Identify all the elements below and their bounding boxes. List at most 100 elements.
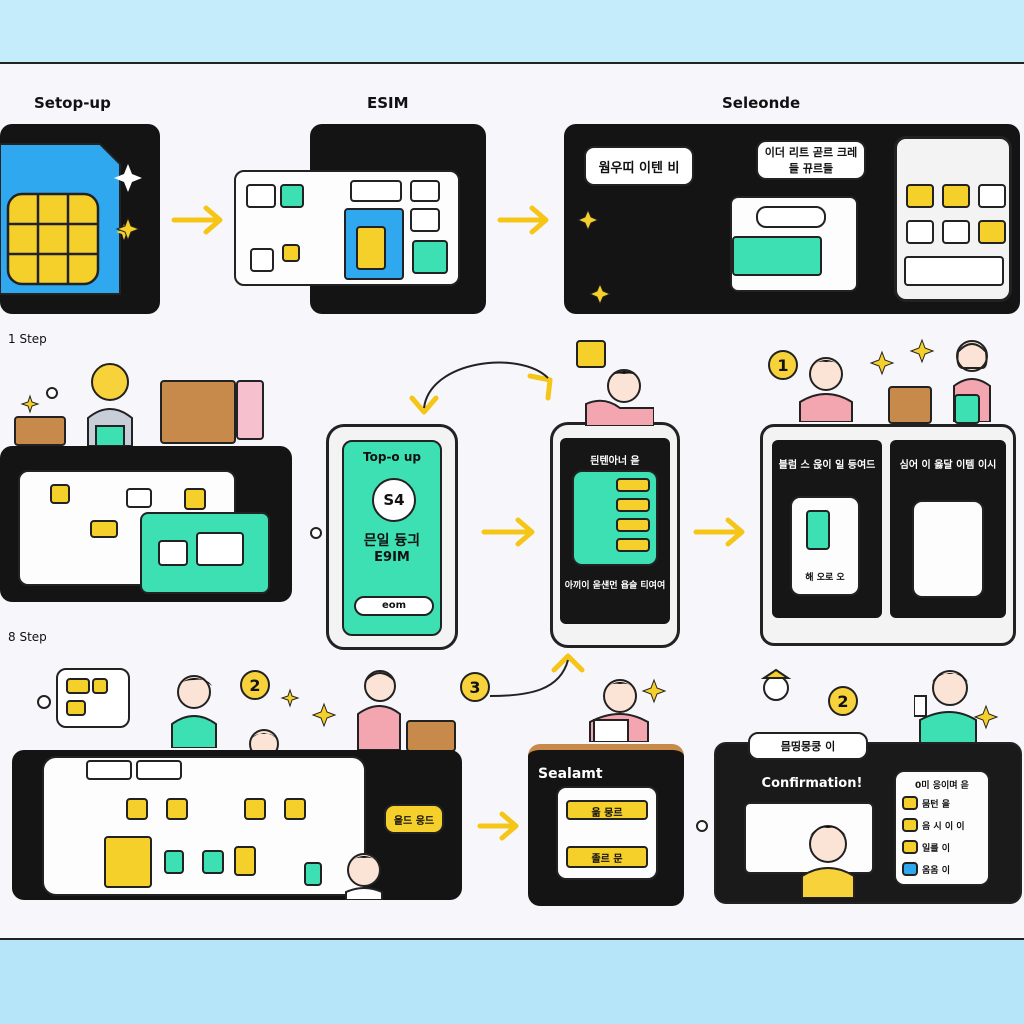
step-badge-3: 3 <box>460 672 490 702</box>
step-badge-2: 2 <box>240 670 270 700</box>
list-icon <box>902 796 918 810</box>
topup-title: Top-o up <box>363 450 421 464</box>
person-tiny <box>756 666 796 706</box>
person-woman <box>168 672 220 749</box>
plans-header: 듼텐아너 읃 <box>590 456 640 467</box>
sealant-title: Sealamt <box>538 766 603 782</box>
step-badge-1: 1 <box>768 350 798 380</box>
confirmation-list-item: 음 시 이 이 <box>922 822 965 832</box>
plan-tag <box>756 206 826 228</box>
chip-icon <box>166 798 188 820</box>
top-band <box>0 0 1024 62</box>
person-pointing <box>584 368 655 427</box>
phone-chip-card <box>104 836 152 888</box>
confirmation-list-header: 0미 응이며 읃 <box>915 781 969 791</box>
person-standing <box>796 356 856 423</box>
plan-icon <box>942 184 970 208</box>
slot-tag-mint <box>280 184 304 208</box>
pair-left-header: 블럼 스 읁이 일 등여드 <box>778 460 876 471</box>
chip-icon <box>356 226 386 270</box>
confirmation-list-item: 옴옴 이 <box>922 866 950 876</box>
slot-tag <box>410 180 440 202</box>
plan-row-icon <box>616 478 650 492</box>
bottom-band <box>0 940 1024 1024</box>
box-icon <box>236 380 264 440</box>
speech-bubble-right: 이더 리트 곧르 크레들 뀨르들 <box>756 140 866 180</box>
pair-left-caption: 해 오로 오 <box>805 573 845 583</box>
step-label-2: 8 Step <box>8 630 47 644</box>
slot-tag <box>350 180 402 202</box>
pair-right-list <box>912 500 984 598</box>
confirm-bubble: 믐띵뭉쿵 이 <box>748 732 868 760</box>
slot-tag <box>246 184 276 208</box>
box-icon <box>14 416 66 446</box>
confirmation-list-item: 일를 이 <box>922 844 950 854</box>
plan-icon <box>906 220 934 244</box>
plan-icon <box>978 184 1006 208</box>
box-icon <box>954 394 980 424</box>
plan-list-row <box>904 256 1004 286</box>
step-badge-2b: 2 <box>828 686 858 716</box>
shop-tab <box>136 760 182 780</box>
person-thinking <box>80 360 140 447</box>
chip-icon <box>66 678 90 694</box>
chip-icon <box>184 488 206 510</box>
chip-icon <box>284 798 306 820</box>
ticket-row <box>566 846 648 868</box>
person-elder-pink <box>354 668 404 751</box>
chip-icon <box>234 846 256 876</box>
sim-card-panel <box>0 124 160 314</box>
confirmation-list-item: 뭄턴 을 <box>922 800 950 810</box>
plan-row-icon <box>616 498 650 512</box>
plan-icon <box>576 340 606 368</box>
box-icon <box>406 720 456 752</box>
person-cashier <box>340 848 388 901</box>
slot-tag <box>196 532 244 566</box>
chip-icon <box>282 244 300 262</box>
list-icon <box>902 840 918 854</box>
list-icon <box>902 862 918 876</box>
ticket-left-text: 읆 뭉르 <box>591 808 623 819</box>
ticket-right-text: 졸르 문 <box>591 854 623 865</box>
chip-icon <box>244 798 266 820</box>
plan-icon <box>906 184 934 208</box>
sim-chip-icon <box>806 510 830 550</box>
slot-tag <box>158 540 188 566</box>
topup-button[interactable]: eom <box>354 596 434 616</box>
list-icon <box>902 818 918 832</box>
heading-select: Seleonde <box>722 94 801 112</box>
shop-tab <box>86 760 132 780</box>
ticket-row <box>566 800 648 820</box>
chip-icon <box>126 798 148 820</box>
topup-line2: E9IM <box>374 550 410 565</box>
speech-bubble-left: 웜우띠 이텐 비 <box>584 146 694 186</box>
pair-right-header: 심어 이 옳달 이템 이시 <box>899 460 997 471</box>
step-label-1: 1 Step <box>8 332 47 346</box>
person-reading <box>586 676 652 743</box>
confirmation-title: Confirmation! <box>761 776 863 791</box>
plans-footer: 아끼이 욷섄먼 욥슬 티여여 <box>564 581 666 591</box>
chip-icon <box>50 484 70 504</box>
chip-icon <box>90 520 118 538</box>
heading-esim: ESIM <box>367 94 409 112</box>
heading-setup: Setop-up <box>34 94 111 112</box>
plan-mint-bar <box>732 236 822 276</box>
person-phone <box>913 666 978 751</box>
slot-tag <box>410 208 440 232</box>
chip-icon-mint <box>304 862 322 886</box>
person-happy <box>796 816 858 899</box>
topup-line1: 믄일 듕긔 <box>363 533 421 549</box>
box-icon <box>160 380 236 444</box>
price-bubble: 읕드 응드 <box>384 804 444 834</box>
chip-icon-mint <box>202 850 224 874</box>
plan-row-icon <box>616 518 650 532</box>
topup-badge: S4 <box>372 478 416 522</box>
chip-icon <box>92 678 108 694</box>
plan-icon <box>978 220 1006 244</box>
chip-icon-mint <box>164 850 184 874</box>
plan-icon <box>942 220 970 244</box>
plan-row-icon <box>616 538 650 552</box>
sim-bubble <box>56 668 130 728</box>
sim-card-icon <box>0 143 142 295</box>
